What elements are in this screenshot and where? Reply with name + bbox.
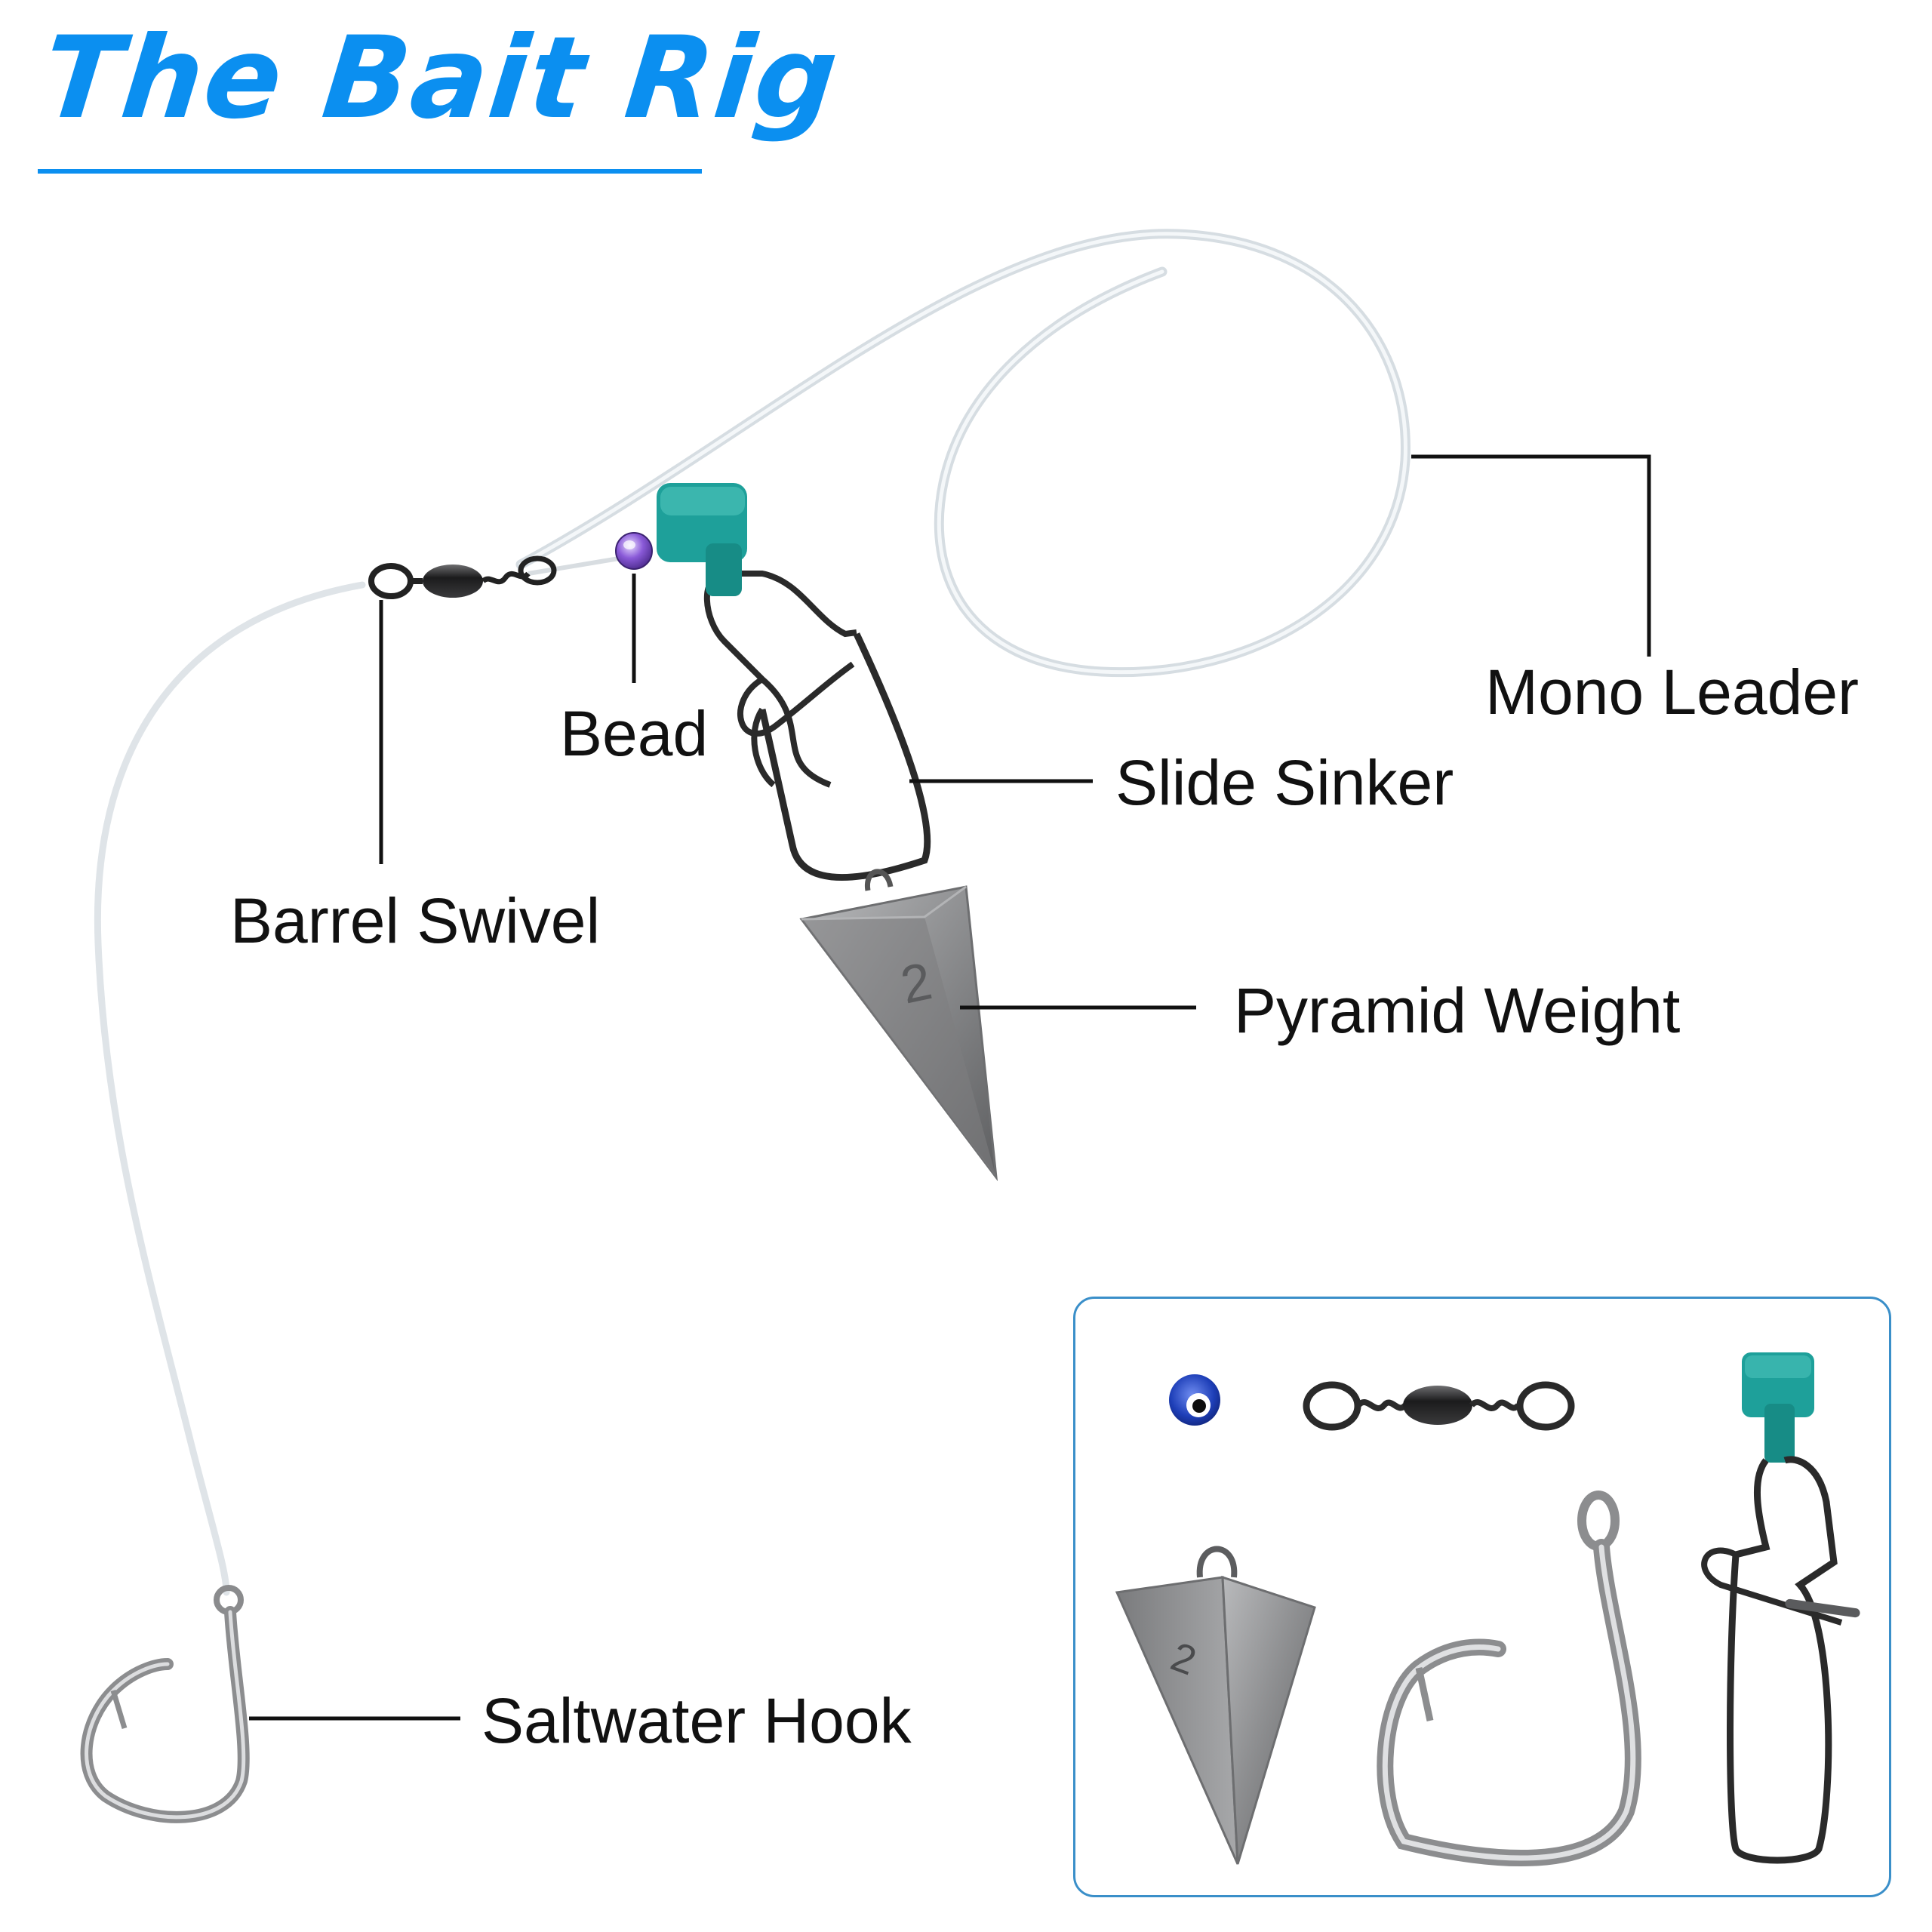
inset-pyramid-weight-icon: 2 xyxy=(1115,1546,1316,1865)
label-mono-leader: Mono Leader xyxy=(1485,657,1860,728)
label-barrel-swivel: Barrel Swivel xyxy=(230,885,601,956)
bead-icon xyxy=(615,532,653,570)
mono-leader-icon xyxy=(515,229,1411,678)
inset-bead-icon xyxy=(1169,1374,1220,1426)
pyramid-weight-icon: 2 xyxy=(799,869,998,1182)
inset-slide-sinker-icon xyxy=(1701,1352,1860,1864)
label-saltwater-hook: Saltwater Hook xyxy=(481,1685,912,1756)
hook-line xyxy=(94,581,366,1596)
callout-mono-leader xyxy=(1411,454,1651,657)
label-slide-sinker: Slide Sinker xyxy=(1115,747,1454,818)
components-inset xyxy=(1073,1297,1891,1897)
inset-barrel-swivel-icon xyxy=(1303,1381,1575,1431)
title-underline xyxy=(38,169,702,174)
label-bead: Bead xyxy=(560,698,709,769)
slide-sinker-icon xyxy=(657,483,931,881)
label-pyramid-weight: Pyramid Weight xyxy=(1234,975,1681,1046)
callout-lines xyxy=(249,454,1651,1721)
barrel-swivel-icon xyxy=(368,555,557,599)
inset-saltwater-hook-icon xyxy=(1377,1491,1641,1867)
saltwater-hook-icon xyxy=(80,1585,250,1823)
